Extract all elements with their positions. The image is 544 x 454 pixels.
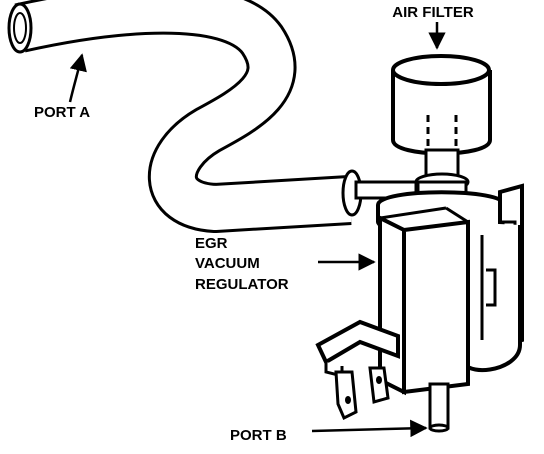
air-filter [391, 54, 492, 160]
hose-open-end-inner [13, 12, 27, 44]
regulator-body [376, 183, 524, 396]
arrow-port-b [311, 419, 428, 438]
label-egr-line1: EGR [195, 235, 228, 252]
port-b-tube [428, 382, 450, 433]
label-port-b: PORT B [230, 427, 287, 444]
label-egr-line3: REGULATOR [195, 276, 289, 293]
arrow-port-a [68, 53, 87, 103]
label-air-filter: AIR FILTER [392, 4, 474, 21]
label-egr-line2: VACUUM [195, 255, 260, 272]
hose-body [15, 0, 352, 230]
label-port-a: PORT A [34, 104, 90, 121]
regulator-base [315, 319, 400, 421]
